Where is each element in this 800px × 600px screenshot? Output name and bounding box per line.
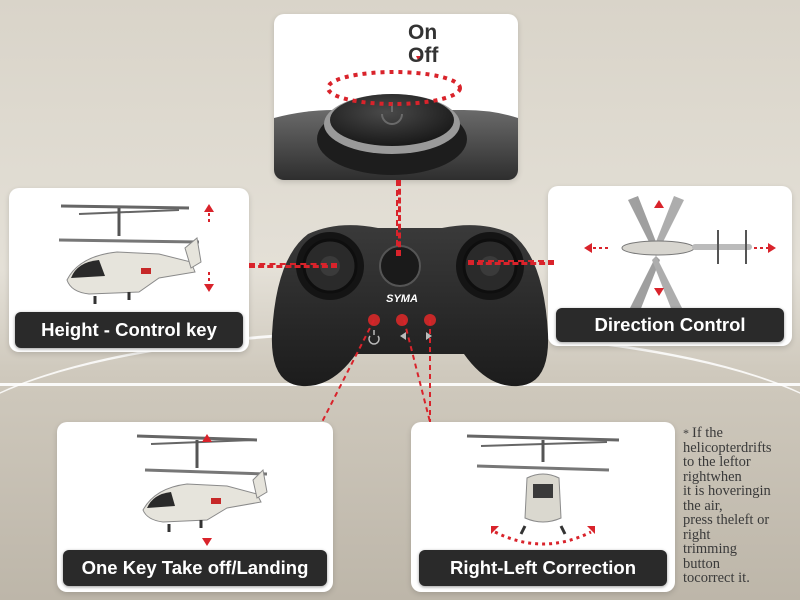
brand-logo: SYMA [386,293,418,305]
note-line: the air, [683,497,723,514]
up-arrow-icon [654,200,664,208]
note-line: trimming [683,541,737,557]
note-line: If the [692,425,723,441]
takeoff-landing-label: One Key Take off/Landing [63,550,327,586]
down-arrow-icon [654,288,664,296]
connector-bottom-lines [321,319,431,423]
note-line: tocorrect it. [683,570,750,586]
note-line: rightwhen [683,468,742,485]
power-icon [368,330,380,345]
down-arrow-icon [416,56,422,62]
helicopter-top-view [584,196,776,316]
note-line: right [683,526,711,543]
off-label: Off [408,44,439,67]
power-button-card [274,14,518,180]
note-line: it is hoveringin [683,483,771,499]
rotation-path-dotted [326,70,462,106]
right-trim-icon [426,332,432,340]
right-left-correction-label: Right-Left Correction [419,550,667,586]
takeoff-landing-card: One Key Take off/Landing [57,422,333,592]
down-arrow-icon [202,538,212,546]
height-control-card: Height - Control key [9,188,249,352]
on-label: On [408,21,438,44]
power-button-closeup [274,56,518,180]
height-control-label: Height - Control key [15,312,243,348]
note-line: helicopterdrifts [683,439,772,456]
helicopter-side-view [58,204,214,304]
connector-power [396,180,401,256]
right-joystick [456,232,524,300]
helicopter-front-view [466,434,620,546]
left-trim-icon [400,332,406,340]
up-arrow-icon [204,204,214,212]
note-line: to the leftor [683,454,751,470]
note-line: button [683,555,721,572]
note-line: press theleft or [683,512,770,528]
background-floor-line [0,383,800,386]
connector-height [249,263,337,268]
direction-control-card: Direction Control [548,186,792,346]
up-arrow-icon [202,434,212,442]
helicopter-side-view-small [136,434,268,546]
connector-direction [468,260,554,265]
note-asterisk: * [683,426,689,440]
right-left-correction-card: Right-Left Correction [411,422,675,592]
trim-instruction-note: *If the helicopterdrifts to the leftor r… [683,426,795,586]
down-arrow-icon [204,284,214,292]
direction-control-label: Direction Control [556,308,784,342]
